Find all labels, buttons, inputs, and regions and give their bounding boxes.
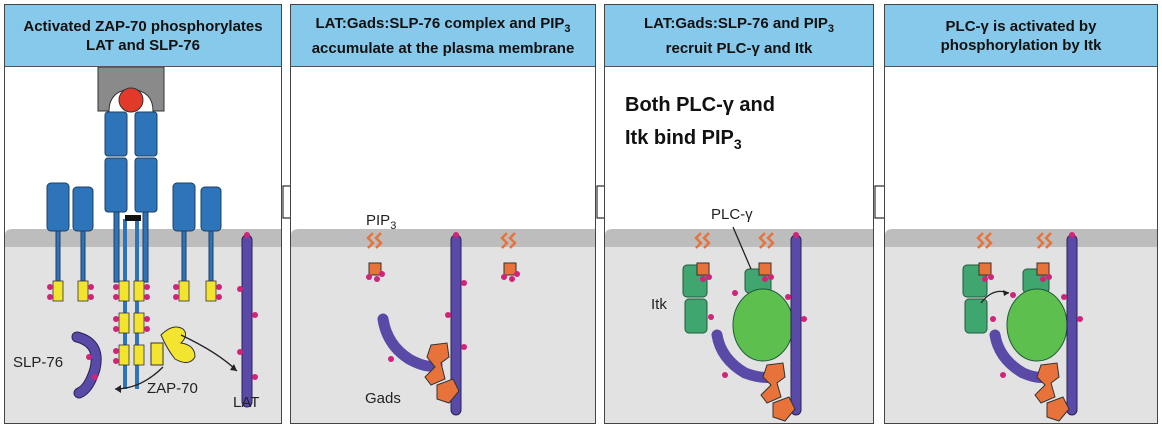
- pip3-right: [500, 232, 520, 282]
- peptide-antigen: [118, 87, 144, 113]
- panel-1-title-line2: LAT and SLP-76: [86, 36, 200, 54]
- label-zap70: ZAP-70: [147, 380, 198, 397]
- pip3-left: [366, 232, 385, 282]
- note-sub: 3: [733, 136, 742, 152]
- label-itk: Itk: [651, 296, 667, 313]
- note-line2: Itk bind PIP: [625, 127, 734, 149]
- panel-3-title-sub: 3: [827, 22, 835, 35]
- itam-group: [52, 280, 217, 366]
- label-slp76: SLP-76: [13, 354, 63, 371]
- panel-3-illustration: PLC-γ Itk: [605, 206, 873, 423]
- note-line1: Both PLC-γ and: [625, 94, 775, 116]
- panel-2-header: LAT:Gads:SLP-76 complex and PIP3 accumul…: [291, 5, 595, 67]
- label-gads: Gads: [365, 390, 401, 407]
- label-lat: LAT: [233, 394, 259, 411]
- panel-1-illustration: SLP-76 ZAP-70 LAT: [5, 67, 281, 423]
- lat-protein: [241, 234, 253, 408]
- panel-2: LAT:Gads:SLP-76 complex and PIP3 accumul…: [290, 4, 596, 424]
- label-pip3: PIP3: [366, 212, 396, 232]
- panel-2-title-line2: accumulate at the plasma membrane: [311, 39, 575, 57]
- panel-4-title-line1: PLC-γ is activated by: [945, 17, 1097, 35]
- gads-protein: [424, 342, 450, 386]
- panel-1-header: Activated ZAP-70 phosphorylates LAT and …: [5, 5, 281, 67]
- panel-1-title-line1: Activated ZAP-70 phosphorylates: [23, 17, 263, 35]
- panel-4-header: PLC-γ is activated by phosphorylation by…: [885, 5, 1157, 67]
- panel-3-header: LAT:Gads:SLP-76 and PIP3 recruit PLC-γ a…: [605, 5, 873, 67]
- panel-3-title-line1: LAT:Gads:SLP-76 and PIP: [643, 14, 828, 32]
- phospho-dots: [47, 284, 222, 364]
- panel-2-illustration: PIP3 Gads: [291, 212, 595, 423]
- panel-4-illustration: [885, 229, 1157, 423]
- panel-2-title-line1: LAT:Gads:SLP-76 complex and PIP: [315, 14, 565, 32]
- panel-4: PLC-γ is activated by phosphorylation by…: [884, 4, 1158, 424]
- panel-2-title-sub: 3: [564, 22, 571, 35]
- label-plc-gamma: PLC-γ: [711, 206, 753, 223]
- panel-3-note: Both PLC-γ and Itk bind PIP3: [625, 89, 775, 161]
- panel-1: Activated ZAP-70 phosphorylates LAT and …: [4, 4, 282, 424]
- panel-4-title-line2: phosphorylation by Itk: [940, 36, 1102, 54]
- plc-gamma-protein: [732, 288, 794, 362]
- panel-3: LAT:Gads:SLP-76 and PIP3 recruit PLC-γ a…: [604, 4, 874, 424]
- panel-3-title-line2: recruit PLC-γ and Itk: [665, 39, 813, 57]
